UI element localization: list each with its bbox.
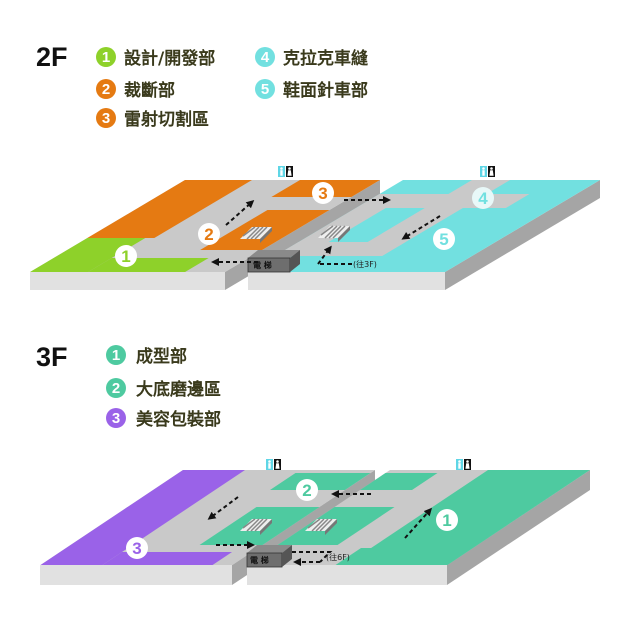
svg-text:電 梯: 電 梯: [253, 260, 272, 270]
svg-text:1: 1: [112, 347, 120, 364]
restroom-icon: [456, 459, 471, 470]
zone-marker: 2: [302, 481, 311, 500]
zone-marker: 3: [132, 539, 141, 558]
legend-item: 4 克拉克車縫: [255, 47, 369, 69]
floor-label-3f: 3F: [36, 342, 68, 372]
floor-plan-2f: 電 梯 (往3F) 1 2 3 4 5: [30, 166, 600, 290]
zone-marker: 1: [442, 511, 451, 530]
restroom-icon: [278, 166, 293, 177]
legend-item: 2 裁斷部: [96, 79, 175, 101]
zone-sole-grinding: [270, 473, 371, 490]
svg-text:美容包裝部: 美容包裝部: [136, 409, 221, 430]
arrow-icon: [207, 496, 239, 520]
number-badge-icon: [96, 79, 116, 99]
svg-text:設計/開發部: 設計/開發部: [124, 48, 215, 69]
stairs-note: (往6F): [326, 552, 350, 562]
number-badge-icon: [106, 378, 126, 398]
legend-item: 3 雷射切割區: [96, 108, 209, 130]
svg-text:4: 4: [261, 49, 270, 66]
floor-plan-3f: 電 梯 (往6F) 1 2 3: [40, 459, 590, 585]
legend-item: 3 美容包裝部: [106, 408, 221, 430]
number-badge-icon: [255, 79, 275, 99]
number-badge-icon: [255, 47, 275, 67]
legend-3f: 1 成型部 2 大底磨邊區 3 美容包裝部: [106, 345, 221, 430]
legend-2f: 1 設計/開發部 2 裁斷部 3 雷射切割區 4 克拉克車縫 5 鞋面針車部: [96, 47, 369, 130]
zone-design: [30, 238, 146, 272]
zone-cutting: [87, 180, 252, 238]
svg-text:1: 1: [102, 49, 110, 66]
restroom-icon: [266, 459, 281, 470]
zone-marker: 1: [121, 247, 130, 266]
arrow-icon: [317, 245, 332, 265]
legend-item: 1 設計/開發部: [96, 47, 215, 69]
zone-marker: 2: [204, 225, 213, 244]
floor-label-2f: 2F: [36, 42, 68, 72]
legend-item: 1 成型部: [106, 345, 187, 367]
svg-text:5: 5: [261, 81, 269, 98]
zone-packaging: [40, 470, 245, 565]
arrow-icon: [292, 551, 333, 563]
svg-text:電 梯: 電 梯: [250, 555, 269, 565]
legend-item: 2 大底磨邊區: [106, 378, 221, 400]
zone-marker: 5: [439, 230, 448, 249]
zone-assembly: [345, 470, 590, 565]
arrow-icon: [404, 507, 432, 539]
elevator-icon: 電 梯: [247, 250, 300, 273]
svg-text:2: 2: [112, 380, 120, 397]
svg-text:3: 3: [102, 110, 110, 127]
number-badge-icon: [96, 47, 116, 67]
svg-text:大底磨邊區: 大底磨邊區: [136, 379, 221, 400]
svg-text:成型部: 成型部: [136, 346, 187, 367]
svg-text:2: 2: [102, 81, 110, 98]
svg-text:裁斷部: 裁斷部: [124, 80, 175, 101]
svg-text:3: 3: [112, 410, 120, 427]
svg-text:鞋面針車部: 鞋面針車部: [283, 80, 368, 101]
number-badge-icon: [96, 108, 116, 128]
number-badge-icon: [106, 408, 126, 428]
zone-marker: 3: [318, 184, 327, 203]
svg-text:克拉克車縫: 克拉克車縫: [283, 48, 369, 69]
restroom-icon: [480, 166, 495, 177]
elevator-icon: 電 梯: [246, 545, 292, 568]
stairs-note: (往3F): [353, 259, 377, 269]
arrow-icon: [225, 200, 255, 226]
arrow-icon: [401, 215, 441, 240]
svg-text:雷射切割區: 雷射切割區: [124, 109, 209, 130]
zone-marker: 4: [478, 189, 488, 208]
legend-item: 5 鞋面針車部: [255, 79, 368, 101]
number-badge-icon: [106, 345, 126, 365]
